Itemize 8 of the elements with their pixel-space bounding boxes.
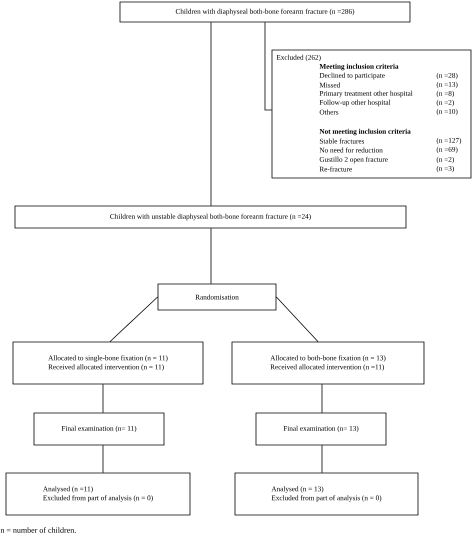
footnote: n = number of children. <box>0 527 76 533</box>
connector-line <box>210 22 212 206</box>
connector-line <box>264 22 272 110</box>
connector-line <box>210 228 212 284</box>
connector-line <box>102 445 104 473</box>
connector-line <box>102 384 104 413</box>
connector-line <box>110 296 158 342</box>
connector-line <box>276 296 318 342</box>
